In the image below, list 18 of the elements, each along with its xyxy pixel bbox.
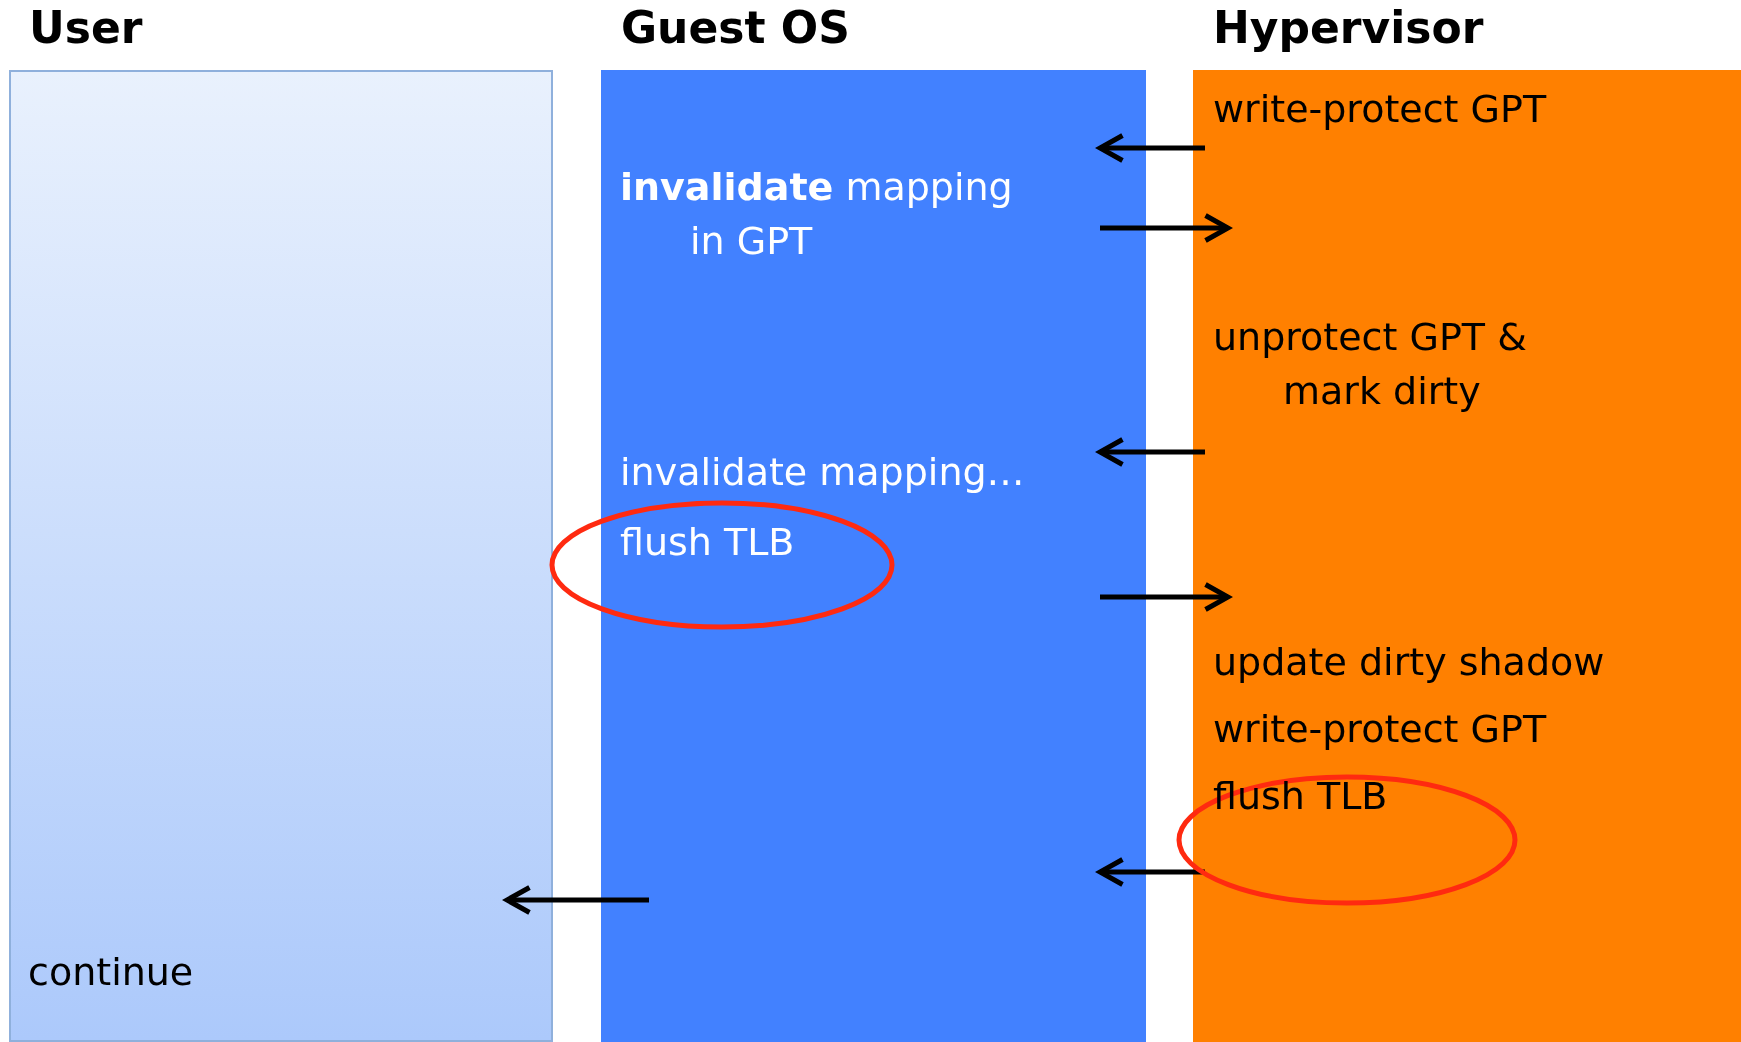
step-text: invalidate mapping in GPT xyxy=(620,160,1040,268)
step-text: write-protect GPT xyxy=(1213,82,1547,136)
arrow xyxy=(1100,213,1231,243)
step-text: update dirty shadow xyxy=(1213,635,1605,689)
step-text: continue xyxy=(28,945,194,999)
step-text: unprotect GPT & mark dirty xyxy=(1213,310,1553,418)
step-text: invalidate mapping… xyxy=(620,445,1025,499)
arrow xyxy=(1097,133,1205,163)
arrow xyxy=(1100,582,1231,612)
arrow xyxy=(504,885,649,915)
arrow xyxy=(1097,857,1205,887)
lane-heading: User xyxy=(29,2,143,53)
lane-heading: Guest OS xyxy=(621,2,850,53)
arrow xyxy=(1097,437,1205,467)
lane-heading: Hypervisor xyxy=(1213,2,1484,53)
step-text: flush TLB xyxy=(1213,769,1388,823)
step-text: flush TLB xyxy=(620,515,795,569)
step-text: write-protect GPT xyxy=(1213,702,1547,756)
